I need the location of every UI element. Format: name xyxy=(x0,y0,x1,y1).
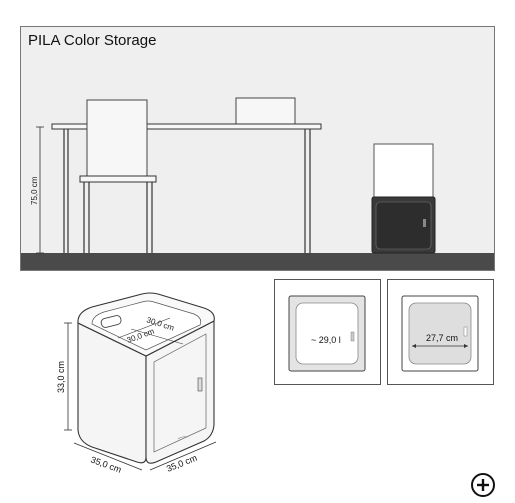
inner-width-label: 27,7 cm xyxy=(426,333,458,343)
volume-detail-panel: ~ 29,0 l xyxy=(274,279,381,385)
table xyxy=(51,123,322,253)
chair-front xyxy=(79,99,157,253)
volume-diagram: ~ 29,0 l xyxy=(288,295,366,372)
product-height-label: 33,0 cm xyxy=(56,361,66,393)
inner-width-detail-panel: 27,7 cm xyxy=(387,279,494,385)
inner-width-diagram: 27,7 cm xyxy=(401,295,479,372)
product-iso-drawing: 30,0 cm 30,0 cm xyxy=(77,292,215,464)
chair-back xyxy=(235,97,296,127)
storage-cabinet xyxy=(371,143,436,254)
zoom-plus-icon xyxy=(471,473,495,497)
product-depth-label: 35,0 cm xyxy=(89,454,123,474)
page-title: PILA Color Storage xyxy=(28,32,157,49)
table-height-dimension: 75,0 cm xyxy=(30,126,44,254)
product-height-dimension: 33,0 cm xyxy=(56,322,72,431)
floor xyxy=(21,253,494,270)
volume-label: ~ 29,0 l xyxy=(311,335,341,345)
table-height-label: 75,0 cm xyxy=(30,176,39,205)
zoom-button[interactable] xyxy=(470,472,496,498)
